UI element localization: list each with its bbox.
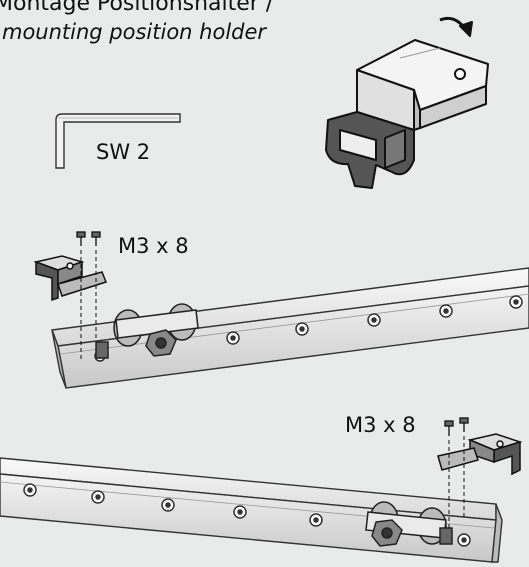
guide-rail-bottom	[0, 457, 503, 563]
rail-top-holes	[94, 295, 523, 362]
rail-bottom-holes	[23, 483, 471, 547]
page-subtitle: mounting position holder	[2, 20, 267, 44]
wrench-size-label: SW 2	[96, 140, 151, 164]
end-stop-bracket-bottom	[437, 433, 523, 476]
hex-key-icon	[55, 113, 181, 169]
carriage-rollers-top	[95, 303, 199, 359]
screw-label-bottom: M3 x 8	[345, 413, 416, 437]
carriage-rollers-bottom	[365, 501, 453, 547]
screws-bottom	[444, 417, 469, 530]
end-stop-bracket-top	[33, 255, 107, 302]
screws-top	[76, 231, 101, 360]
screw-label-top: M3 x 8	[118, 234, 189, 258]
page-title: Montage Positionshalter /	[0, 0, 274, 16]
position-holder-icon	[325, 16, 489, 189]
